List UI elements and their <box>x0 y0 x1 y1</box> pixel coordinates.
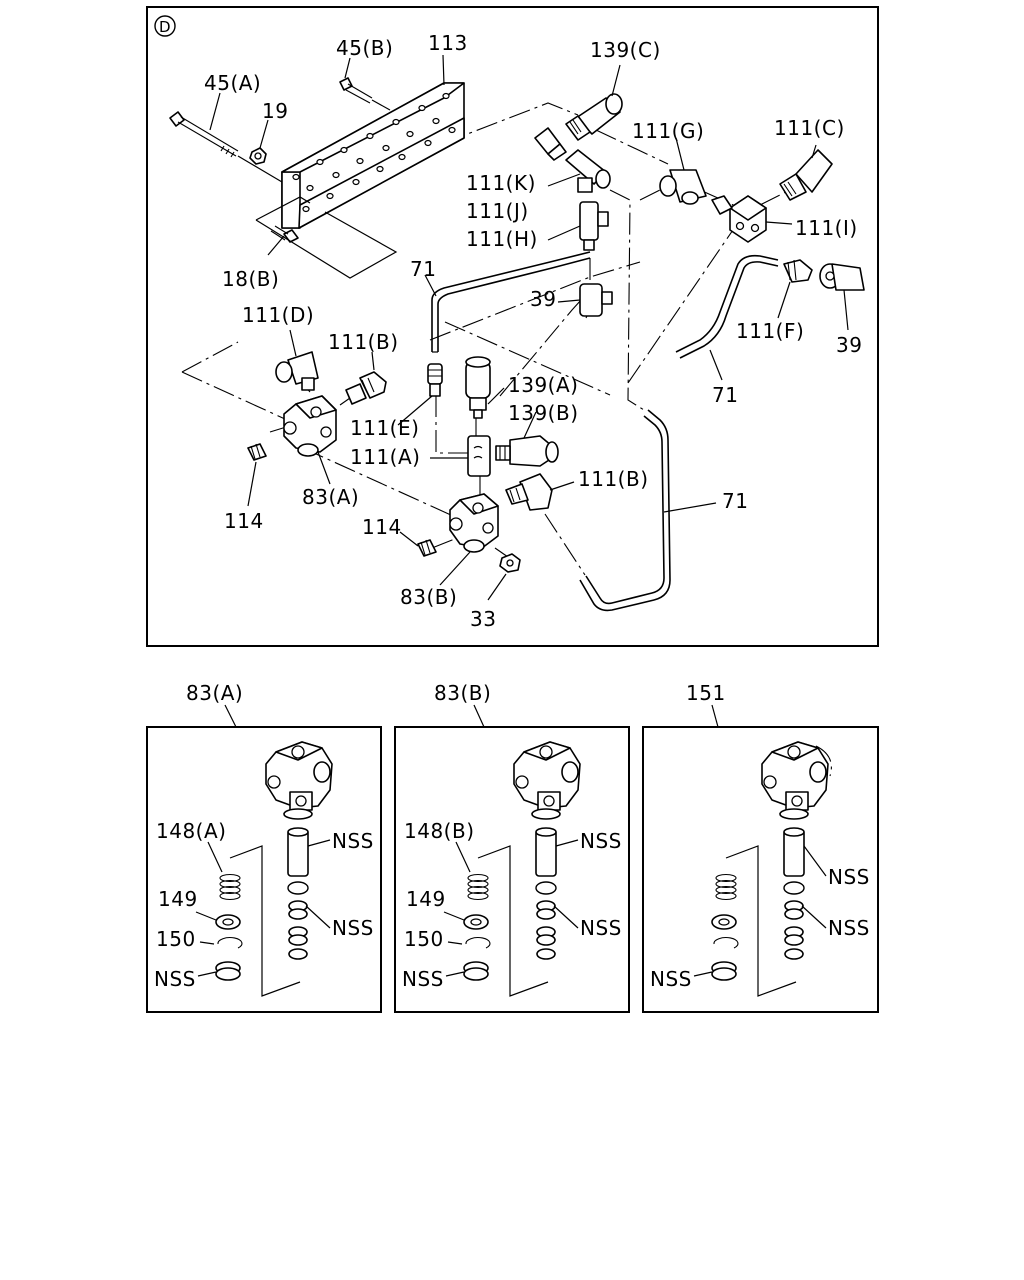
detail-83a-label-washer: 149 <box>158 887 198 911</box>
label-33: 33 <box>470 607 496 631</box>
valve-39-right <box>819 263 865 331</box>
detail-83b-label-ring: 150 <box>404 927 444 951</box>
label-18b: 18(B) <box>222 267 279 291</box>
detail-83a-label-seat: NSS <box>154 967 196 991</box>
detail-83a-title: 83(A) <box>186 681 243 705</box>
detail-151-label-seat: NSS <box>650 967 692 991</box>
fitting-111i <box>711 195 793 243</box>
fitting-111b-upper <box>345 351 387 405</box>
label-83b: 83(B) <box>400 585 457 609</box>
switch-139a <box>465 356 505 419</box>
label-19: 19 <box>262 99 288 123</box>
label-71-lower: 71 <box>722 489 748 513</box>
detail-151-title: 151 <box>686 681 726 705</box>
label-71-right: 71 <box>712 383 738 407</box>
label-139a: 139(A) <box>508 373 578 397</box>
fitting-111h <box>547 201 609 251</box>
plug-114-lower <box>399 531 437 557</box>
detail-83b-label-spring: 148(B) <box>404 819 475 843</box>
main-frame <box>146 6 879 647</box>
section-marker-letter: D <box>159 18 171 36</box>
nut-33 <box>487 553 521 601</box>
fitting-111d <box>275 329 319 391</box>
detail-151-label-seals: NSS <box>828 916 870 940</box>
label-114-lower: 114 <box>362 515 402 539</box>
detail-83b-label-washer: 149 <box>406 887 446 911</box>
label-139b: 139(B) <box>508 401 579 425</box>
label-139c: 139(C) <box>590 38 661 62</box>
detail-panel-83b: 83(B) 148(B) 149 150 <box>394 681 630 1013</box>
label-114-upper: 114 <box>224 509 264 533</box>
detail-83a-label-piston: NSS <box>332 829 374 853</box>
detail-83b-label-piston: NSS <box>580 829 622 853</box>
section-marker: D <box>154 15 176 37</box>
valve-39-center <box>557 283 613 317</box>
label-45a: 45(A) <box>204 71 261 95</box>
leader-lines <box>209 54 445 297</box>
label-113: 113 <box>428 31 468 55</box>
fitting-111g <box>659 137 707 205</box>
label-39-right: 39 <box>836 333 862 357</box>
label-111b-lower: 111(B) <box>578 467 649 491</box>
detail-83a-label-ring: 150 <box>156 927 196 951</box>
bolt-18b <box>255 196 398 279</box>
label-111d: 111(D) <box>242 303 314 327</box>
switch-139b <box>495 411 559 467</box>
assembly-lines <box>181 102 791 576</box>
label-111i: 111(I) <box>795 216 858 240</box>
plug-114-upper <box>247 443 267 507</box>
label-111j: 111(J) <box>466 199 529 223</box>
main-exploded-view: D <box>146 6 879 647</box>
fitting-111a <box>430 435 491 477</box>
bracket-113 <box>281 82 465 229</box>
fitting-111b-lower <box>505 473 575 511</box>
detail-83b-title: 83(B) <box>434 681 491 705</box>
detail-151-label-piston: NSS <box>828 865 870 889</box>
pipe-71-right <box>675 254 779 381</box>
detail-panel-83a: 83(A) <box>146 681 382 1013</box>
bolt-45a <box>169 111 283 183</box>
label-83a: 83(A) <box>302 485 359 509</box>
label-111c: 111(C) <box>774 116 845 140</box>
bolt-45b <box>339 77 391 111</box>
label-71-upper: 71 <box>410 257 436 281</box>
label-111e: 111(E) <box>350 416 419 440</box>
fitting-111j <box>547 149 611 193</box>
valve-83a <box>283 395 337 485</box>
pipe-71-lower <box>579 189 717 612</box>
detail-83b-label-seals: NSS <box>580 916 622 940</box>
label-111f: 111(F) <box>736 319 804 343</box>
callout-labels: 45(B) 113 45(A) 19 139(C) 111(G) 111(C) … <box>204 31 862 631</box>
detail-83a-label-seals: NSS <box>332 916 374 940</box>
switch-139c <box>565 64 623 141</box>
fitting-111f <box>777 259 813 319</box>
label-111h: 111(H) <box>466 227 538 251</box>
label-111g: 111(G) <box>632 119 704 143</box>
detail-panel-151: 151 NSS NSS NSS <box>642 681 879 1013</box>
detail-83a-label-spring: 148(A) <box>156 819 226 843</box>
nut-19 <box>249 147 267 165</box>
label-111k: 111(K) <box>466 171 536 195</box>
fitting-111e <box>397 363 443 426</box>
pipe-71-upper <box>431 251 591 353</box>
fitting-111k <box>534 127 567 161</box>
detail-83b-label-seat: NSS <box>402 967 444 991</box>
label-45b: 45(B) <box>336 36 393 60</box>
label-111b-upper: 111(B) <box>328 330 399 354</box>
label-111a: 111(A) <box>350 445 420 469</box>
valve-83b <box>439 493 499 586</box>
fitting-111c <box>779 144 833 201</box>
label-39-center: 39 <box>530 287 556 311</box>
